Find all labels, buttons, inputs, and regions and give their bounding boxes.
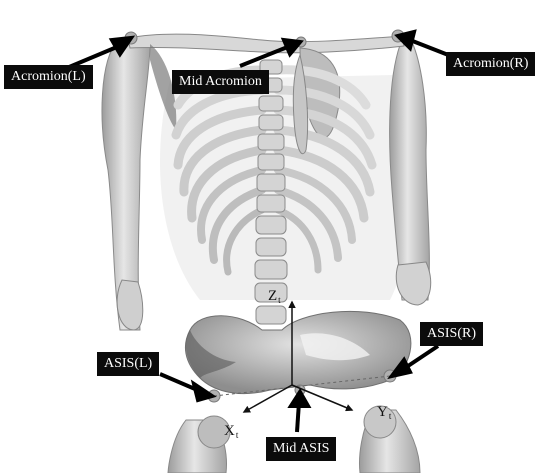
acromion-left-label: Acromion(L) <box>4 65 93 89</box>
x-axis-letter: X <box>224 423 235 439</box>
y-axis-letter: Y <box>377 404 388 420</box>
y-axis-subscript: t <box>389 411 392 421</box>
acromion-right-label: Acromion(R) <box>446 52 535 76</box>
arrow-mid-asis-head <box>291 392 308 406</box>
z-axis-letter: Z <box>268 288 277 304</box>
mid-asis-label: Mid ASIS <box>266 437 336 461</box>
arrow-asis-left-head <box>194 384 212 400</box>
mid-acromion-label: Mid Acromion <box>172 70 269 94</box>
z-axis-label: Zt <box>268 288 281 305</box>
x-axis-label: Xt <box>224 423 238 440</box>
clavicles <box>128 34 404 53</box>
z-axis-subscript: t <box>278 295 281 305</box>
x-axis-subscript: t <box>236 430 239 440</box>
pelvis <box>185 311 410 393</box>
y-axis-label: Yt <box>377 404 391 421</box>
asis-left-label: ASIS(L) <box>97 352 159 376</box>
asis-right-label: ASIS(R) <box>420 322 483 346</box>
